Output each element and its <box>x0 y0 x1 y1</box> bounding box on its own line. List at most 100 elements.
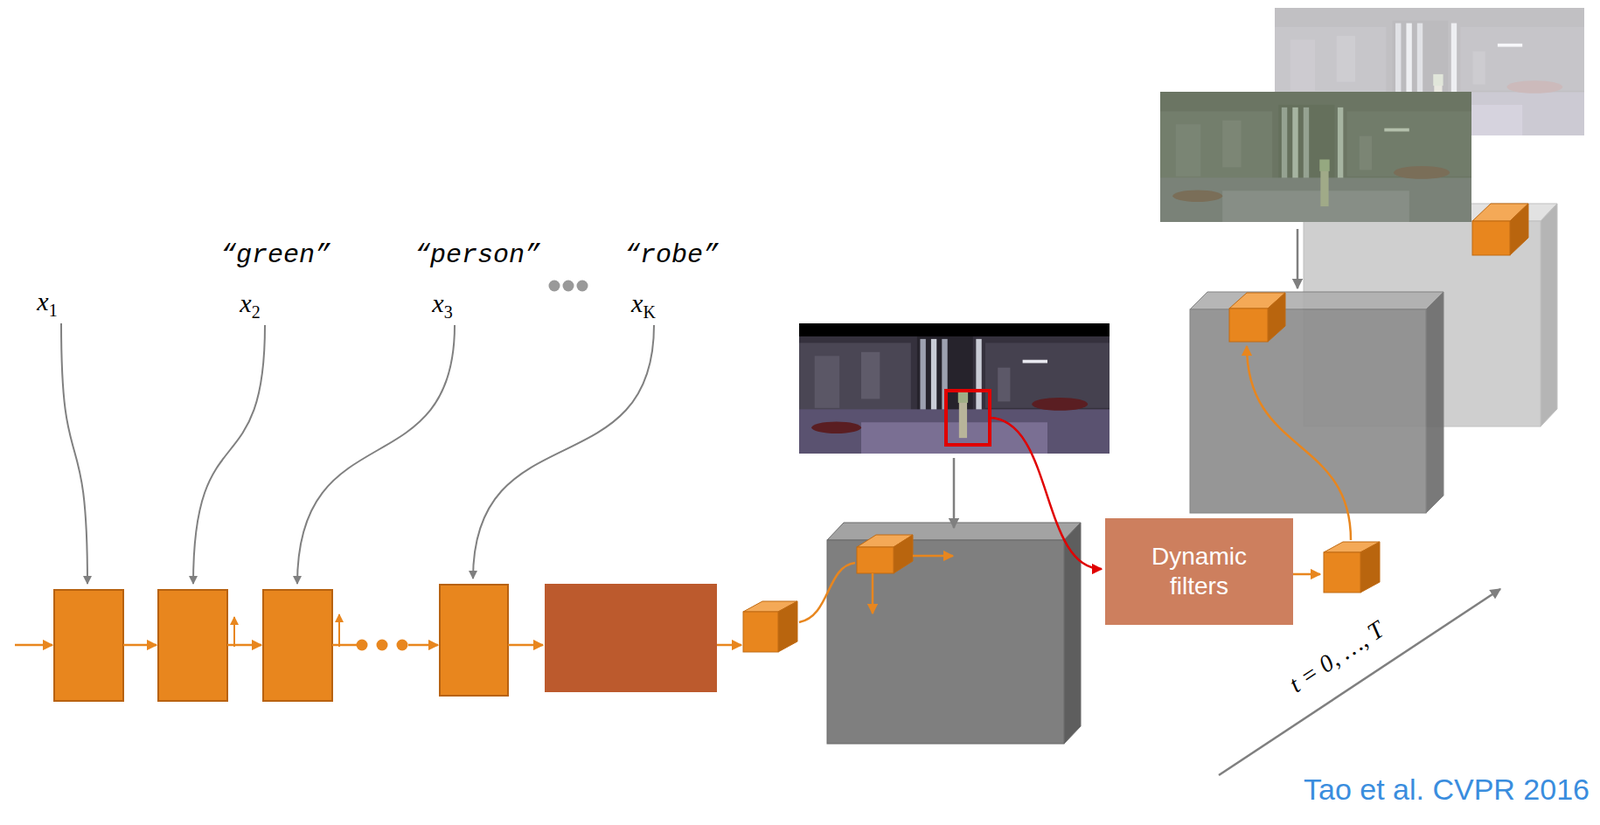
encoder-layer <box>544 584 717 693</box>
chain-arrow <box>123 644 157 647</box>
feature-cube-front <box>1472 221 1510 256</box>
variable-letter: x <box>631 288 643 318</box>
ellipsis-dot <box>396 640 409 652</box>
figure-head <box>1433 74 1443 86</box>
ellipsis-dot <box>376 640 389 652</box>
axis-label: t = 0, …, T <box>1284 616 1390 699</box>
feature-cube-front <box>1229 308 1268 342</box>
box-label: Dynamic filters <box>1122 542 1276 601</box>
wall-right <box>1460 27 1585 91</box>
feature-cube <box>1229 292 1286 342</box>
variable-index: 2 <box>251 302 261 322</box>
wall-panel <box>814 355 840 409</box>
feature-cube-side <box>1509 203 1529 256</box>
feature-volume-side <box>1540 203 1558 427</box>
slide-arrow <box>912 555 954 558</box>
input-curve <box>297 325 455 585</box>
process-box: Dynamic filters <box>1105 518 1294 626</box>
filter-cube-front <box>1323 552 1361 593</box>
letterbox-band <box>799 323 1110 337</box>
feature-volume-side <box>1426 292 1444 514</box>
input-variable: x2 <box>239 288 260 322</box>
light-pillar <box>1405 23 1412 101</box>
lstm-cell <box>158 590 228 702</box>
light-pillar <box>1451 23 1457 101</box>
feature-cube-side <box>893 535 913 574</box>
word-label: “robe” <box>624 241 719 271</box>
wall-left <box>1274 27 1386 98</box>
figure-head <box>958 390 968 403</box>
light-pillar <box>931 339 937 418</box>
feature-cube <box>1472 203 1529 256</box>
ellipsis-dot <box>549 280 561 293</box>
wall-panel <box>1473 51 1486 85</box>
variable-index: K <box>642 302 655 322</box>
input-curve <box>193 325 265 585</box>
light-pillar <box>975 339 981 418</box>
ellipsis-dot <box>577 280 589 293</box>
variable-index: 3 <box>444 302 453 322</box>
variable-letter: x <box>431 288 444 318</box>
light-pillar <box>1395 23 1401 101</box>
input-variable: x3 <box>431 288 453 322</box>
input-arrow <box>953 458 956 529</box>
chain-arrow <box>14 644 53 647</box>
variable-letter: x <box>239 288 251 318</box>
wall-panel <box>861 352 880 400</box>
light-pillar <box>919 339 926 418</box>
feature-cube-side <box>1267 292 1286 342</box>
word-label: “person” <box>414 241 541 271</box>
chain-arrow <box>507 644 543 647</box>
wall-right <box>985 342 1110 409</box>
wall-panel <box>1336 35 1356 83</box>
frame-ground <box>799 323 1110 454</box>
wall-panel <box>1290 40 1315 91</box>
feature-volume-front <box>827 540 1065 745</box>
variable-letter: x <box>36 286 49 316</box>
chain-arrow <box>332 644 357 647</box>
text-embedding-cube <box>743 601 798 653</box>
standing-figure <box>959 401 967 439</box>
feature-volume-top <box>1189 292 1444 310</box>
variable-index: 1 <box>48 300 58 320</box>
chain-arrow <box>408 644 439 647</box>
input-variable: xK <box>631 288 656 322</box>
frame-ground <box>1160 91 1472 223</box>
fallen-figure <box>1507 80 1564 94</box>
feature-cube <box>856 535 913 574</box>
filter-curve <box>1246 346 1351 541</box>
lstm-cell <box>263 590 333 702</box>
embedding-curve <box>799 563 856 623</box>
feature-volume-front <box>1189 309 1427 514</box>
floor <box>799 409 1110 454</box>
wall-light <box>1497 43 1523 48</box>
filter-cube <box>1323 542 1380 593</box>
state-arrow <box>233 617 236 647</box>
input-arrow <box>1296 229 1300 289</box>
wall-panel <box>997 368 1010 403</box>
input-curve <box>473 325 654 579</box>
feature-volume-side <box>1064 522 1081 745</box>
video-frame <box>1160 91 1472 223</box>
feature-volume <box>827 522 1081 745</box>
region-curve <box>989 417 1102 570</box>
feature-volume <box>1189 292 1444 514</box>
chain-arrow <box>716 644 742 647</box>
region-box <box>946 390 990 446</box>
input-variable: x1 <box>36 286 57 320</box>
text-embedding-cube-side <box>778 601 798 653</box>
state-arrow <box>338 614 341 647</box>
frame-tint <box>1160 91 1472 223</box>
lstm-cell <box>439 584 508 696</box>
lstm-cell <box>54 590 124 702</box>
ellipsis-dot <box>563 280 575 293</box>
wall-light <box>1022 360 1048 364</box>
word-label: “green” <box>220 241 331 271</box>
feature-cube-front <box>856 547 894 574</box>
filter-arrow <box>1289 573 1321 577</box>
ellipsis-dot <box>356 640 369 652</box>
floor-light <box>861 422 1048 454</box>
wall-left <box>799 342 912 415</box>
